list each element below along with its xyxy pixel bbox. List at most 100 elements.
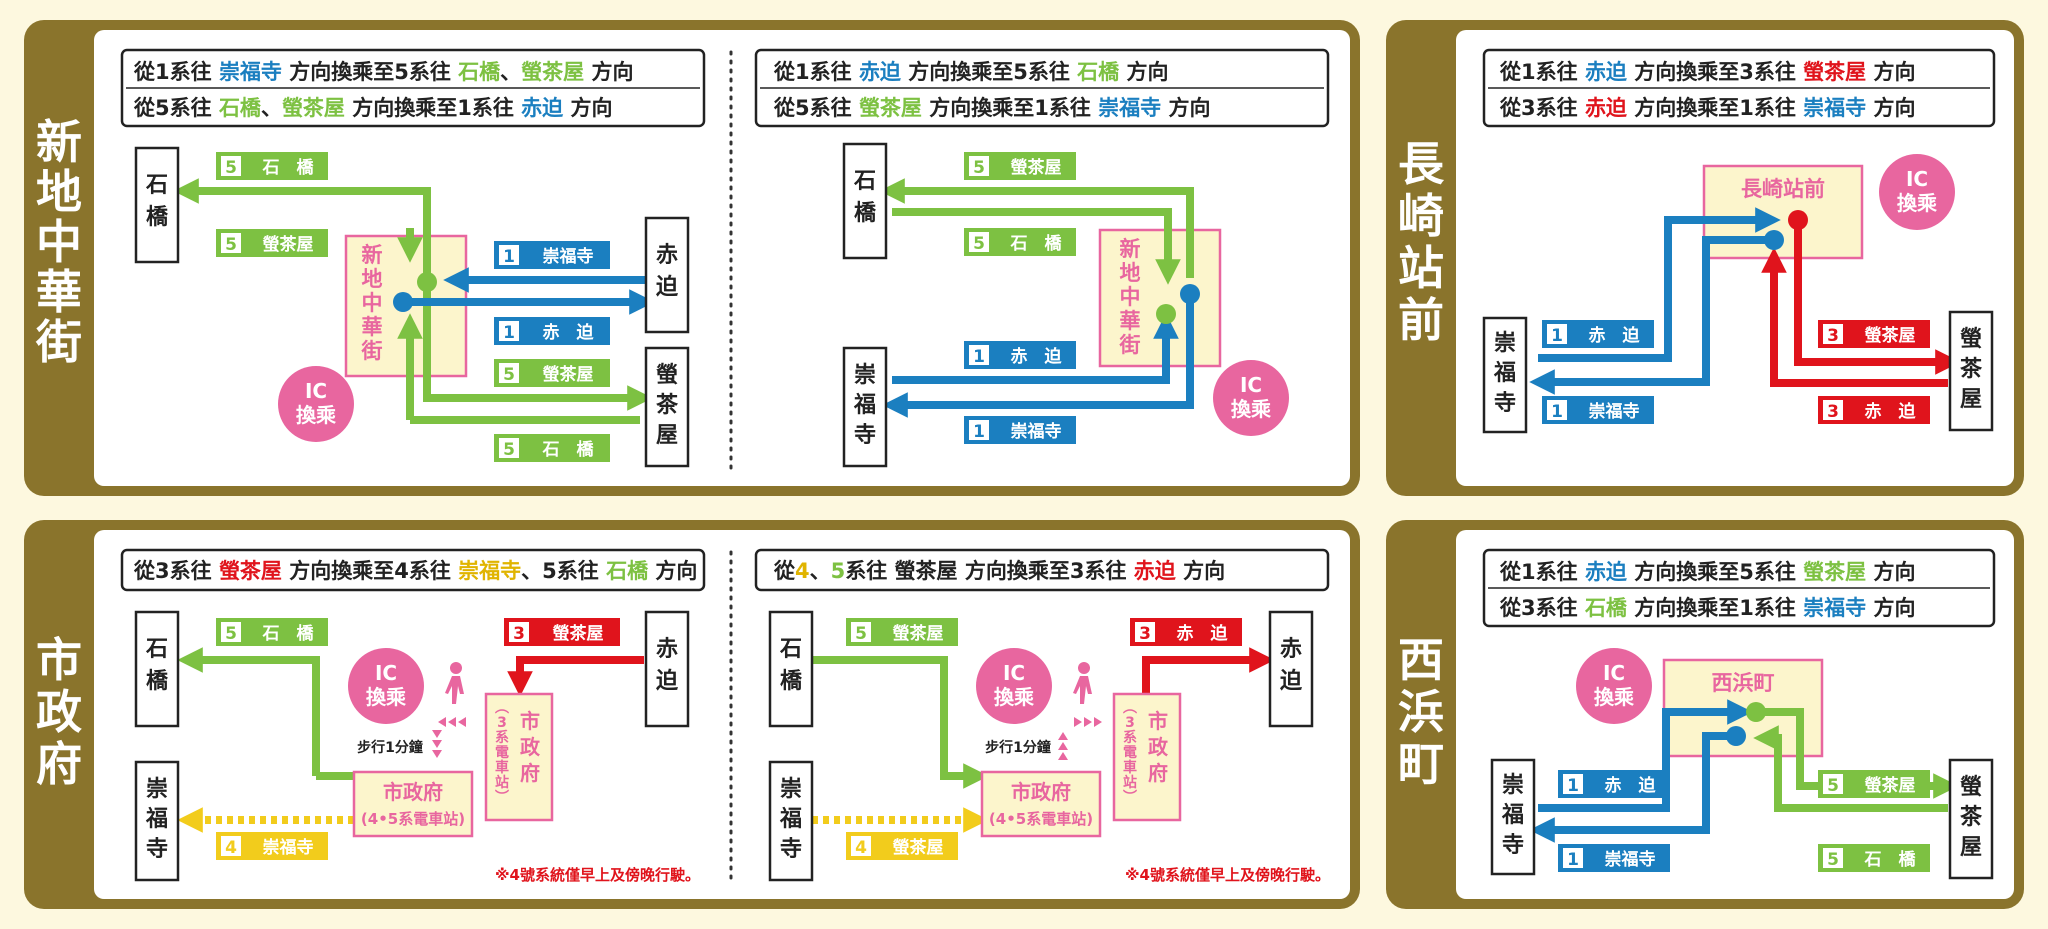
route-5-to-ishibashi xyxy=(177,647,320,776)
caption-line: 從1系往 赤迫 方向換乘至3系往 螢茶屋 方向 xyxy=(1499,60,1915,84)
caption-segment: 螢茶屋 xyxy=(859,96,922,120)
terminal-box xyxy=(1268,610,1314,728)
terminal-akasako: 赤迫 xyxy=(655,243,679,300)
station-box xyxy=(1112,692,1182,822)
transfer-dot xyxy=(1746,702,1766,722)
line-number: 1 xyxy=(1551,326,1563,346)
caption-segment: 赤迫 xyxy=(1585,96,1628,120)
caption-box-s4: 從1系往 赤迫 方向換乘至5系往 螢茶屋 方向 從3系往 石橋 方向換乘至1系往… xyxy=(1482,548,1996,628)
svg-text:IC: IC xyxy=(375,661,397,685)
badge-destination: 崇福寺 xyxy=(1605,849,1656,870)
caption-segment: 螢茶屋 xyxy=(1803,560,1866,584)
caption-line: 從3系往 石橋 方向換乘至1系往 崇福寺 方向 xyxy=(1499,596,1915,620)
terminal-box xyxy=(644,216,690,334)
ic-transfer-badge: IC 換乘 xyxy=(1213,360,1289,436)
terminal-box xyxy=(1948,758,1994,880)
badge-destination: 赤 迫 xyxy=(1589,325,1641,346)
caption-segment: 從1系往 xyxy=(1499,60,1585,84)
title-char: 新 xyxy=(36,115,82,169)
terminal-sofukuji: 崇福寺 xyxy=(853,363,876,448)
caption-segment: 赤迫 xyxy=(521,96,564,120)
caption-segment: 從3系往 xyxy=(133,559,219,583)
route-1-to-akasako xyxy=(1538,699,1753,812)
transfer-dot xyxy=(1788,210,1808,230)
caption-segment: 石橋 xyxy=(218,96,262,120)
line-number: 1 xyxy=(1551,402,1563,422)
caption-segment: 螢茶屋 xyxy=(219,559,282,583)
terminal-box xyxy=(1482,316,1528,434)
caption-segment: 螢茶屋 xyxy=(521,60,584,84)
title-char: 前 xyxy=(1398,293,1444,347)
caption-segment: 5 xyxy=(831,559,846,583)
transfer-dot xyxy=(417,272,437,292)
title-char: 浜 xyxy=(1398,685,1444,739)
terminal-box xyxy=(134,146,180,264)
svg-text:IC: IC xyxy=(1603,661,1625,685)
station-sub-label: (4•5系電車站) xyxy=(989,810,1093,828)
terminal-ishibashi: 石橋 xyxy=(145,173,169,230)
caption-segment: 系往 螢茶屋 方向換乘至3系往 xyxy=(845,559,1134,583)
caption-segment: 螢茶屋 xyxy=(1803,60,1866,84)
line-number: 1 xyxy=(503,247,515,267)
terminal-ishibashi: 石橋 xyxy=(853,169,877,226)
caption-segment: 石橋 xyxy=(457,60,501,84)
line-number: 3 xyxy=(513,624,525,644)
caption-segment: 從1系往 xyxy=(773,60,859,84)
ic-transfer-badge: IC 換乘 xyxy=(1879,154,1955,230)
caption-segment: 方向換乘至3系往 xyxy=(1627,60,1803,84)
caption-box-s1b: 從1系往 赤迫 方向換乘至5系往 石橋 方向 從5系往 螢茶屋 方向換乘至1系往… xyxy=(754,48,1330,128)
route-1-to-sofukuji xyxy=(1529,732,1735,843)
station-name-shiyakusho: 市政府 xyxy=(520,709,541,785)
terminal-akasako: 赤迫 xyxy=(655,637,679,694)
caption-segment: 從1系往 xyxy=(1499,560,1585,584)
terminal-sofukuji: 崇福寺 xyxy=(779,777,802,862)
caption-segment: 方向換乘至4系往 xyxy=(282,559,458,583)
svg-text:IC: IC xyxy=(1240,373,1262,397)
caption-box-s3b: 從4、5系往 螢茶屋 方向換乘至3系往 赤迫 方向 xyxy=(754,548,1330,592)
caption-segment: 4 xyxy=(795,559,810,583)
route-1-to-akasako xyxy=(1538,207,1781,362)
title-char: 西 xyxy=(1398,633,1444,687)
panel-title-shiyakusho: 市 政 府 xyxy=(36,633,82,791)
station-box xyxy=(484,692,554,822)
line-number: 5 xyxy=(225,158,237,178)
svg-text:換乘: 換乘 xyxy=(994,685,1035,709)
badge-destination: 赤 迫 xyxy=(1177,623,1229,644)
caption-segment: 崇福寺 xyxy=(458,559,521,583)
caption-segment: 石橋 xyxy=(1584,596,1628,620)
caption-segment: 崇福寺 xyxy=(1803,596,1866,620)
panel-title-shinchi: 新 地 中 華 街 xyxy=(35,115,82,369)
caption-segment: 從5系往 xyxy=(133,96,219,120)
badge-destination: 螢茶屋 xyxy=(893,623,944,644)
line-number: 5 xyxy=(973,234,985,254)
caption-segment: 方向 xyxy=(1176,559,1225,583)
caption-line: 從3系往 螢茶屋 方向換乘至4系往 崇福寺、5系往 石橋 方向 xyxy=(133,559,697,583)
walk-time-label: 步行1分鐘 xyxy=(357,739,423,756)
caption-segment: 方向換乘至5系往 xyxy=(1627,560,1803,584)
caption-segment: 方向換乘至1系往 xyxy=(345,96,521,120)
caption-segment: 方向 xyxy=(1866,560,1915,584)
caption-box-s3a: 從3系往 螢茶屋 方向換乘至4系往 崇福寺、5系往 石橋 方向 xyxy=(120,548,706,592)
badge-destination: 崇福寺 xyxy=(1589,401,1640,422)
terminal-box xyxy=(134,760,180,882)
badge-destination: 赤 迫 xyxy=(543,322,595,343)
title-char: 町 xyxy=(1398,737,1444,791)
route-5-from-hotarujaya xyxy=(892,208,1181,285)
terminal-box xyxy=(768,610,814,728)
svg-text:換乘: 換乘 xyxy=(296,403,337,427)
caption-line: 從1系往 赤迫 方向換乘至5系往 螢茶屋 方向 xyxy=(1499,560,1915,584)
terminal-box xyxy=(134,610,180,728)
